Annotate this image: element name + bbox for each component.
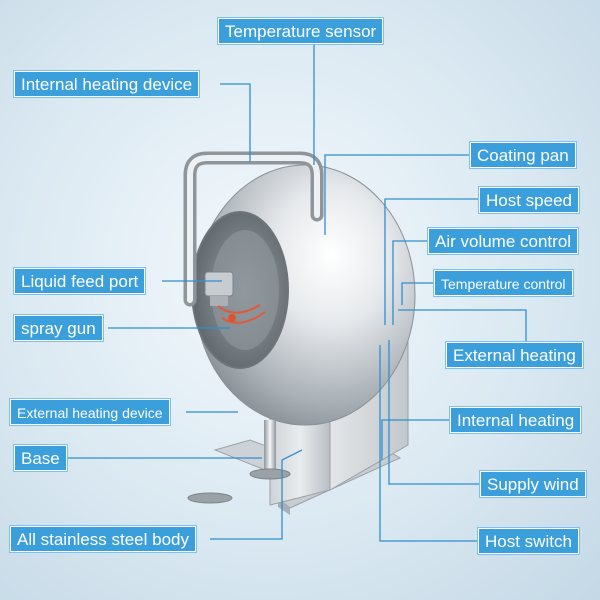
label-internal-heating-device: Internal heating device <box>14 71 200 97</box>
leader-host-speed <box>384 198 478 325</box>
leader-external-heating <box>398 309 527 342</box>
leader-internal-heating <box>381 419 450 460</box>
leader-supply-wind <box>388 340 484 485</box>
leader-all-stainless-steel-body <box>210 449 303 540</box>
leader-air-volume-control <box>392 240 428 325</box>
label-all-stainless-steel-body: All stainless steel body <box>10 526 196 552</box>
label-liquid-feed-port: Liquid feed port <box>14 268 146 294</box>
label-external-heating: External heating <box>446 342 583 368</box>
label-temperature-control: Temperature control <box>434 270 573 296</box>
label-spray-gun: spray gun <box>14 315 103 341</box>
label-coating-pan: Coating pan <box>470 142 576 168</box>
label-host-switch: Host switch <box>478 528 579 554</box>
label-internal-heating: Internal heating <box>450 407 582 433</box>
feed-port-assembly <box>204 271 266 324</box>
label-temperature-sensor: Temperature sensor <box>218 18 384 44</box>
label-air-volume-control: Air volume control <box>428 228 579 254</box>
label-host-speed: Host speed <box>479 187 579 213</box>
heating-pipe <box>183 151 324 307</box>
leader-internal-heating-device <box>220 83 251 162</box>
label-supply-wind: Supply wind <box>480 471 586 497</box>
leader-temperature-control <box>401 282 434 305</box>
label-base: Base <box>14 445 67 471</box>
leader-host-switch <box>379 345 478 542</box>
label-external-heating-device: External heating device <box>10 399 170 425</box>
leader-coating-pan <box>324 154 470 235</box>
coating-pan-body <box>191 164 416 426</box>
